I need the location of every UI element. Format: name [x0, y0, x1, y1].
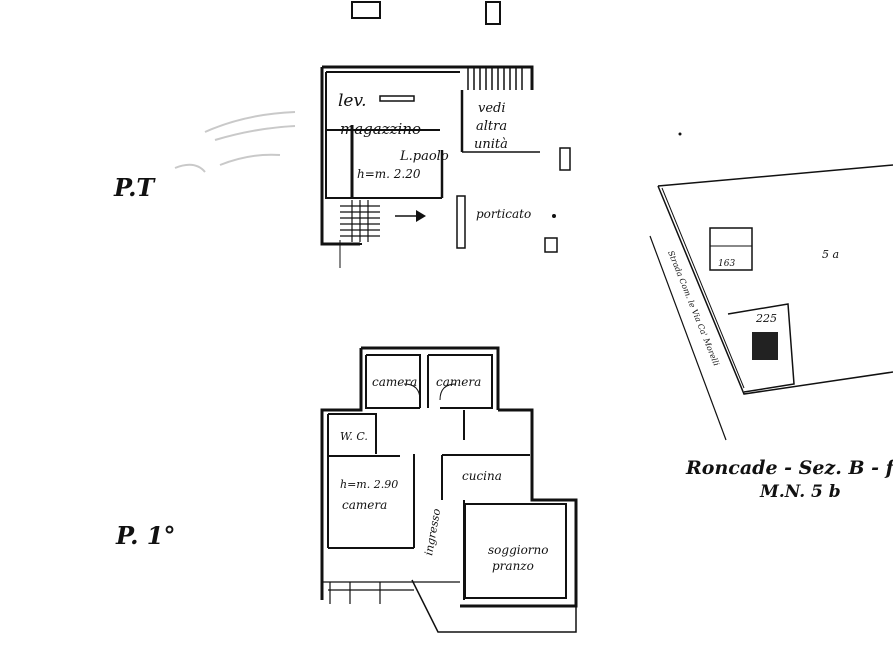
- handwritten-marker: lev.: [338, 91, 367, 111]
- road-label: Strada Com. le Via Ca' Morelli: [666, 249, 721, 367]
- other-unit-line1: vedi: [478, 101, 506, 116]
- first-height-note: h=m. 2.90: [340, 478, 398, 491]
- cadastral-reference: Roncade - Sez. B - fog M.N. 5 b: [685, 457, 893, 502]
- handwritten-initials: L.paolo: [399, 149, 449, 164]
- faded-stamp: [174, 111, 296, 173]
- living-label-line2: pranzo: [492, 559, 534, 573]
- first-floor-plan: P. 1° camera camera: [115, 346, 578, 633]
- wc-label: W. C.: [340, 430, 368, 443]
- ground-floor-plan: P.T: [113, 65, 571, 268]
- bedroom-a-label: camera: [372, 375, 417, 389]
- building-footprint: [752, 332, 778, 360]
- site-map: 5 a 163 225 Strada Com. le Via Ca' Morel…: [649, 164, 893, 441]
- cadastral-line1: Roncade - Sez. B - fog: [685, 457, 893, 479]
- top-fragments: [351, 1, 501, 25]
- parcel-225: 225: [755, 312, 777, 325]
- ground-floor-label: P.T: [113, 173, 156, 202]
- other-unit-line3: unità: [474, 137, 508, 152]
- kitchen-label: cucina: [462, 469, 502, 483]
- entrance-label: ingresso: [422, 507, 443, 556]
- bedroom-b-label: camera: [436, 375, 481, 389]
- first-floor-label: P. 1°: [115, 521, 175, 550]
- other-unit-line2: altra: [476, 119, 507, 134]
- parcel-163: 163: [718, 259, 735, 269]
- living-label-line1: soggiorno: [488, 543, 549, 557]
- bedroom-c-label: camera: [342, 498, 387, 512]
- cadastral-line2: M.N. 5 b: [759, 482, 841, 502]
- storage-label: magazzino: [340, 120, 421, 138]
- parcel-5a: 5 a: [822, 248, 839, 261]
- porch-label: porticato: [476, 207, 531, 221]
- ground-height-note: h=m. 2.20: [357, 167, 421, 181]
